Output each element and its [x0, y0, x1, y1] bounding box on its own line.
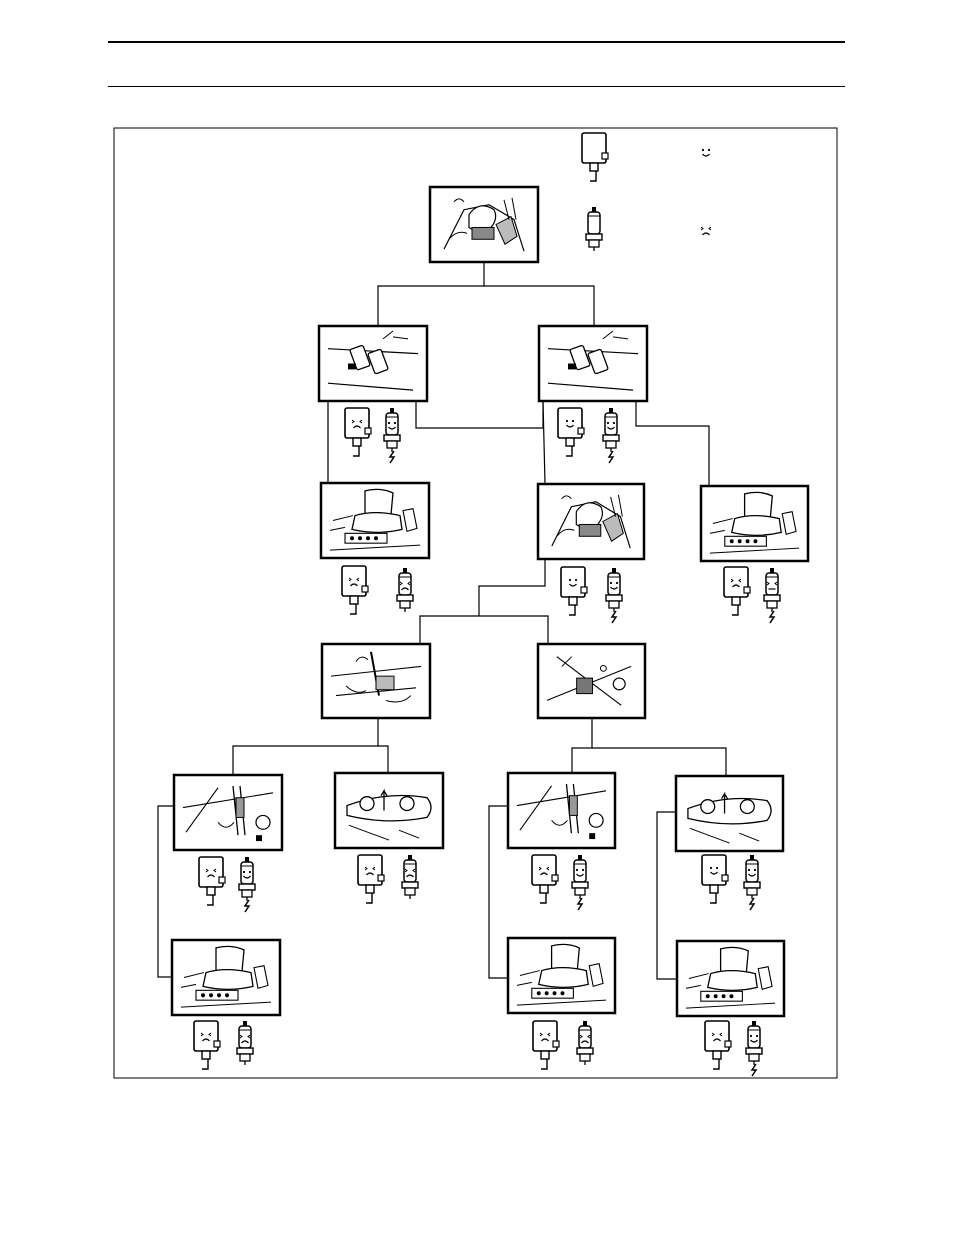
connector-11: [572, 718, 592, 773]
relay-icon: [724, 567, 750, 615]
flow-node-n12: [172, 940, 280, 1069]
relay-body-icon: [561, 567, 587, 615]
plug-body-icon: [397, 568, 413, 612]
relay-body-icon: [532, 855, 558, 903]
relay-icon: [532, 855, 558, 903]
spark-plug-icon: [402, 855, 418, 899]
spark-icon: [245, 900, 249, 912]
relay-icon: [194, 1021, 220, 1069]
spark-plug-icon: [746, 1021, 762, 1076]
flow-node-n6: [322, 644, 430, 718]
relay-icon: [342, 566, 368, 614]
spark-plug-icon: [237, 1021, 253, 1065]
flow-node-n11: [676, 776, 783, 910]
relay-body-icon: [582, 133, 608, 181]
connector-4: [543, 401, 545, 484]
connector-9: [233, 718, 378, 775]
spark-icon: [770, 611, 774, 623]
spark-icon: [578, 898, 582, 910]
flow-node-n9: [335, 773, 443, 903]
plug-body-icon: [402, 855, 418, 899]
relay-body-icon: [724, 567, 750, 615]
connector-5: [636, 401, 709, 486]
connector-0: [378, 262, 484, 326]
relay-icon: [705, 1021, 731, 1069]
relay-body-icon: [533, 1021, 559, 1069]
relay-icon: [345, 408, 371, 456]
flow-node-n4: [538, 484, 644, 623]
flow-node-n8: [174, 775, 282, 912]
flow-node-n10: [508, 773, 615, 910]
flow-node-n5: [701, 486, 808, 623]
relay-icon: [582, 133, 608, 181]
plug-body-icon: [237, 1021, 253, 1065]
plug-body-icon: [239, 857, 255, 901]
legend-entry-1: [586, 207, 711, 251]
relay-icon: [561, 567, 587, 615]
relay-body-icon: [558, 408, 584, 456]
diagram-frame: [114, 128, 837, 1078]
relay-body-icon: [199, 857, 225, 905]
relay-body-icon: [345, 408, 371, 456]
spark-icon: [609, 451, 613, 463]
smile-icon: [702, 149, 710, 156]
connector-15: [657, 812, 677, 979]
spark-plug-icon: [744, 855, 760, 910]
node-frame: [174, 775, 282, 850]
flow-node-n7: [538, 644, 645, 718]
connector-8: [479, 616, 548, 644]
relay-body-icon: [358, 855, 384, 903]
flow-node-n1: [319, 326, 427, 463]
relay-body-icon: [702, 855, 728, 903]
spark-plug-icon: [577, 1021, 593, 1065]
connector-14: [489, 806, 508, 978]
flow-node-n14: [677, 941, 784, 1076]
spark-plug-icon: [606, 568, 622, 623]
spark-plug-icon: [384, 408, 400, 463]
legend-entry-0: [582, 133, 710, 181]
plug-body-icon: [744, 855, 760, 899]
flow-node-n13: [508, 938, 615, 1069]
spark-plug-icon: [586, 207, 602, 251]
relay-icon: [199, 857, 225, 905]
relay-icon: [702, 855, 728, 903]
relay-body-icon: [194, 1021, 220, 1069]
relay-icon: [533, 1021, 559, 1069]
spark-plug-icon: [764, 568, 780, 623]
flow-node-n2: [539, 326, 647, 463]
spark-icon: [612, 611, 616, 623]
relay-icon: [358, 855, 384, 903]
spark-icon: [752, 1064, 756, 1076]
relay-body-icon: [705, 1021, 731, 1069]
connector-1: [484, 286, 594, 326]
connector-6: [479, 559, 545, 616]
plug-body-icon: [384, 408, 400, 452]
spark-plug-icon: [572, 855, 588, 910]
plug-body-icon: [746, 1021, 762, 1065]
plug-body-icon: [764, 568, 780, 612]
plug-body-icon: [606, 568, 622, 612]
node-frame: [508, 773, 615, 848]
connector-3: [416, 401, 543, 428]
flow-node-n0: [430, 187, 538, 262]
connector-10: [378, 746, 388, 773]
flow-node-n3: [321, 483, 429, 614]
plug-body-icon: [572, 855, 588, 899]
relay-icon: [558, 408, 584, 456]
spark-plug-icon: [239, 857, 255, 912]
spark-plug-icon: [397, 568, 413, 612]
relay-body-icon: [342, 566, 368, 614]
connector-7: [420, 616, 479, 644]
plug-body-icon: [577, 1021, 593, 1065]
spark-icon: [750, 898, 754, 910]
plug-body-icon: [603, 408, 619, 452]
frown-icon: [701, 227, 711, 235]
spark-icon: [390, 451, 394, 463]
spark-plug-icon: [603, 408, 619, 463]
